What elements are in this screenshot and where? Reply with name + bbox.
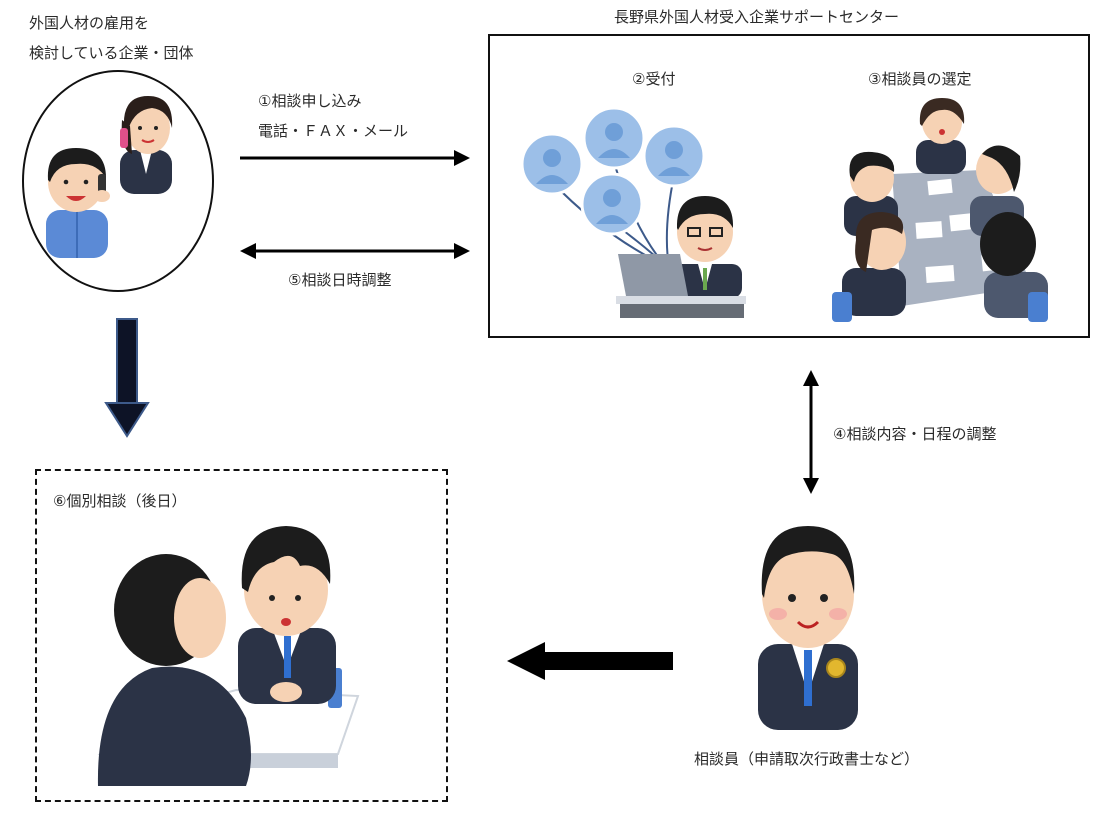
meeting-person-icon bbox=[916, 98, 966, 174]
man-on-phone-icon bbox=[46, 148, 110, 258]
center-box bbox=[488, 34, 1090, 338]
client-back-view-icon bbox=[97, 554, 252, 786]
meeting-person-icon bbox=[832, 212, 906, 322]
selection-label: ③相談員の選定 bbox=[868, 70, 972, 88]
counselor-illustration bbox=[758, 526, 858, 730]
person-bubble-icon bbox=[642, 124, 706, 188]
reception-illustration bbox=[520, 106, 746, 318]
client-illustration bbox=[46, 96, 173, 258]
step1-methods: 電話・ＦＡＸ・メール bbox=[258, 122, 409, 140]
client-label-line1: 外国人材の雇用を bbox=[29, 14, 150, 32]
person-bubble-icon bbox=[520, 132, 584, 196]
down-bold-arrow bbox=[104, 318, 150, 438]
receptionist-icon bbox=[670, 196, 742, 298]
laptop-icon bbox=[616, 254, 746, 318]
client-ellipse bbox=[22, 70, 214, 292]
counselor-seated-icon bbox=[238, 526, 342, 708]
center-title: 長野県外国人材受入企業サポートセンター bbox=[614, 8, 900, 26]
consultation-illustration bbox=[97, 526, 360, 786]
consultation-label: ⑥個別相談（後日） bbox=[53, 492, 187, 510]
counselor-label: 相談員（申請取次行政書士など） bbox=[694, 750, 920, 768]
step4-label: ④相談内容・日程の調整 bbox=[833, 425, 997, 443]
meeting-person-icon bbox=[980, 212, 1048, 322]
step5-label: ⑤相談日時調整 bbox=[288, 271, 392, 289]
reception-label: ②受付 bbox=[632, 70, 676, 88]
counselor-icon bbox=[758, 526, 858, 730]
client-label-line2: 検討している企業・団体 bbox=[29, 44, 194, 62]
left-bold-arrow bbox=[507, 642, 673, 680]
step5-double-arrow bbox=[240, 243, 470, 259]
step1-arrow bbox=[240, 150, 470, 166]
person-bubble-icon bbox=[582, 106, 646, 170]
step1-label: ①相談申し込み bbox=[258, 92, 362, 110]
consultation-box bbox=[35, 469, 448, 802]
selection-illustration bbox=[832, 98, 1048, 322]
person-bubble-icon bbox=[580, 172, 644, 236]
woman-on-phone-icon bbox=[120, 96, 173, 194]
step4-double-arrow bbox=[803, 370, 819, 494]
